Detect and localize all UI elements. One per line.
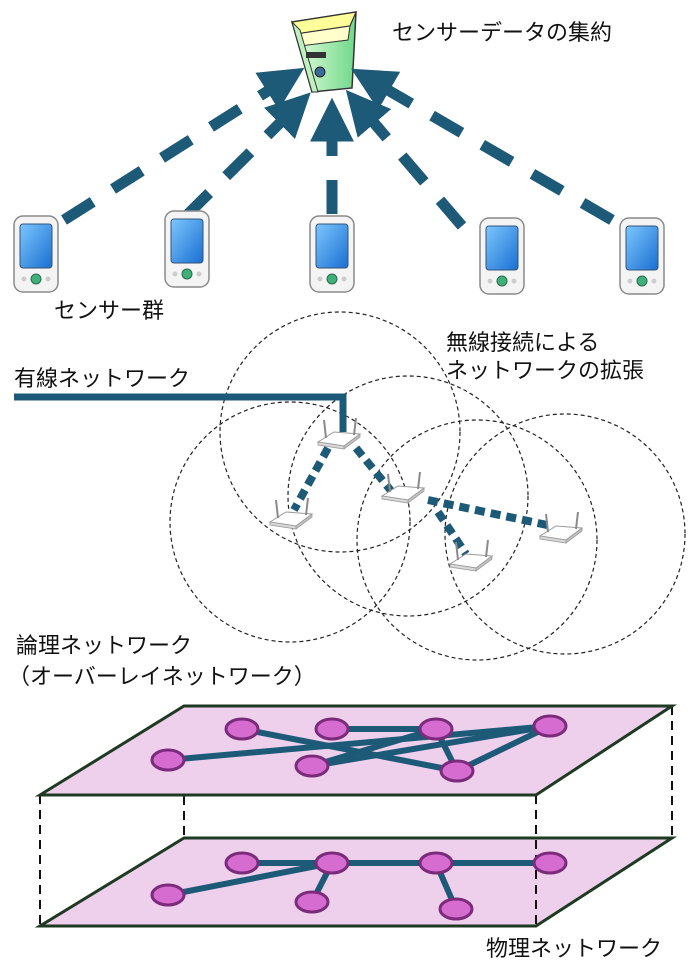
logical-nodes	[150, 714, 568, 783]
coverage-circle	[219, 311, 461, 553]
upload-arrow	[181, 92, 311, 221]
wireless-link	[427, 496, 553, 530]
upload-arrow	[345, 89, 467, 230]
wireless-access-point-icon	[317, 417, 361, 450]
physical-label: 物理ネットワーク	[486, 937, 662, 962]
aggregation-label: センサーデータの集約	[392, 21, 612, 46]
physical-node	[532, 851, 568, 875]
pda-sensor-icon	[309, 215, 355, 293]
physical-node	[418, 851, 454, 875]
wireless-link	[290, 446, 332, 512]
physical-node	[438, 897, 474, 921]
upload-arrows	[61, 67, 615, 230]
logical-node	[418, 717, 454, 741]
wireless-access-point-icon	[449, 539, 493, 572]
coverage-circle	[169, 401, 411, 643]
coverage-circles	[169, 311, 686, 661]
logical-node	[532, 714, 568, 738]
physical-plane	[34, 836, 678, 928]
wireless-link	[434, 509, 470, 557]
upload-arrow	[351, 68, 615, 225]
wireless-label-line1: 無線接続による	[446, 331, 599, 356]
pda-sensor-icon	[164, 210, 210, 288]
pda-sensor-icon	[479, 217, 525, 295]
wired-label: 有線ネットワーク	[14, 367, 190, 392]
logical-node	[314, 717, 350, 741]
physical-node	[150, 883, 186, 907]
logical-node	[294, 754, 330, 778]
coverage-circle	[356, 419, 598, 661]
physical-node	[224, 851, 260, 875]
wireless-access-point-icon	[269, 497, 313, 530]
logical-label-line2: （オーバーレイネットワーク）	[8, 665, 316, 690]
sensors-label: センサー群	[54, 299, 164, 324]
pda-sensor-icon	[619, 217, 665, 295]
wireless-link	[352, 445, 396, 495]
logical-label-line1: 論理ネットワーク	[16, 634, 192, 659]
coverage-circle	[444, 413, 686, 655]
physical-node	[294, 890, 330, 914]
wired-link	[14, 393, 347, 432]
pda-sensor-icon	[13, 215, 59, 293]
physical-nodes	[150, 851, 568, 921]
upload-arrow	[61, 67, 305, 225]
logical-node	[224, 717, 260, 741]
physical-node	[314, 851, 350, 875]
wireless-links	[290, 445, 553, 557]
sensor-devices	[13, 210, 665, 295]
logical-node	[150, 748, 186, 772]
wireless-label-line2: ネットワークの拡張	[446, 359, 644, 384]
logical-node	[439, 759, 475, 783]
access-points	[269, 417, 583, 572]
coverage-circle	[287, 375, 529, 617]
server-icon	[290, 11, 357, 93]
